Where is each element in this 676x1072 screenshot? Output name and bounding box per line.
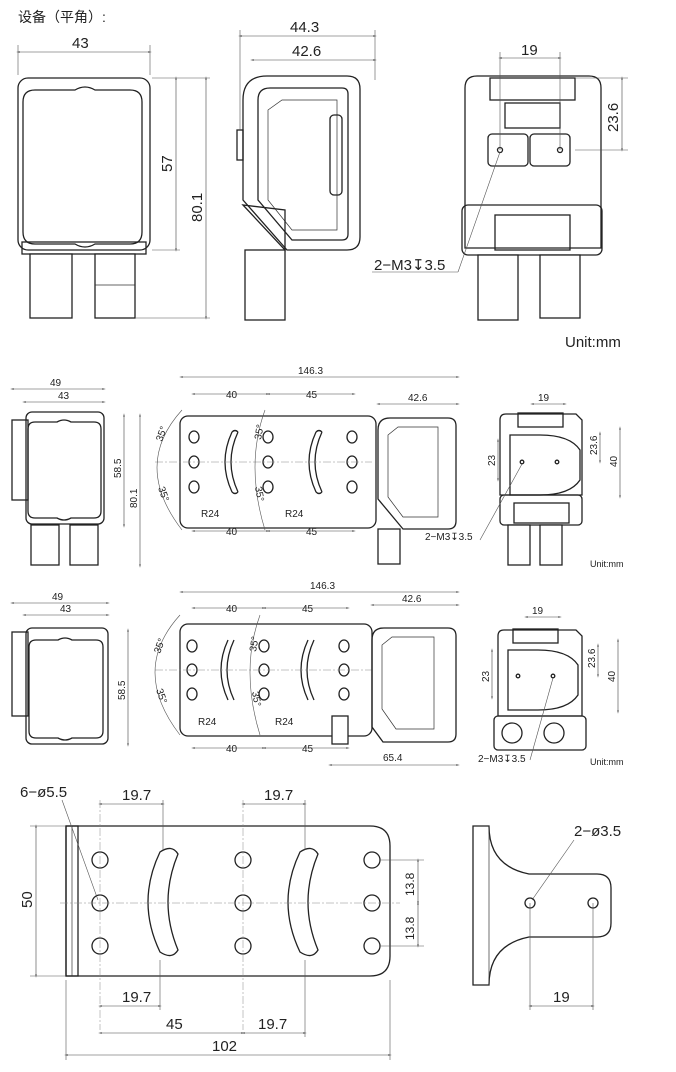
- dimension-label: 43: [58, 391, 70, 402]
- dim-hole-19: 19: [521, 42, 538, 59]
- dimension-label: 45: [306, 527, 318, 538]
- dimension-label: 19.7: [122, 787, 151, 804]
- dimension-label: 45: [302, 744, 314, 755]
- dimension-label: Unit:mm: [590, 757, 624, 767]
- side-view-1: 44.3 42.6: [236, 19, 377, 321]
- dim-depth-42-6: 42.6: [292, 43, 321, 60]
- dimension-label: Unit:mm: [590, 559, 624, 569]
- dimension-label: 58.5: [113, 458, 124, 478]
- dimension-label: 23: [487, 454, 498, 466]
- dimension-label: 2−M3↧3.5: [425, 532, 473, 543]
- dimension-label: 40: [226, 604, 238, 615]
- unit-label-1: Unit:mm: [565, 334, 621, 351]
- dimension-label: 102: [212, 1038, 237, 1055]
- dimension-label: 13.8: [403, 872, 417, 896]
- dimension-label: 19: [532, 606, 544, 617]
- bracket-plate: 19.7 19.7 6−ø5.5 50 13.8 13.8 19.7 45 19…: [19, 784, 424, 1060]
- dimension-label: 50: [19, 891, 36, 908]
- dimension-label: 35°: [155, 485, 171, 503]
- dimension-label: R24: [275, 717, 294, 728]
- dim-hole-23-6: 23.6: [605, 103, 622, 132]
- dimension-label: 42.6: [402, 594, 422, 605]
- dimension-label: 40: [226, 390, 238, 401]
- dimension-label: 35°: [153, 687, 169, 705]
- dimension-label: 45: [306, 390, 318, 401]
- dimension-label: 35°: [248, 636, 261, 653]
- dimension-label: 13.8: [403, 916, 417, 940]
- dimension-label: 19: [538, 393, 550, 404]
- dimension-label: 40: [607, 670, 618, 682]
- dim-height-57: 57: [159, 155, 176, 172]
- dimension-label: 40: [226, 744, 238, 755]
- dimension-label: R24: [198, 717, 217, 728]
- dim-width-43: 43: [72, 35, 89, 52]
- dimension-label: 58.5: [117, 680, 128, 700]
- dimension-label: 23.6: [587, 648, 598, 668]
- front-view-1: 43 57 80.1: [16, 35, 210, 320]
- dimension-label: 35°: [252, 486, 265, 503]
- dimension-label: 80.1: [129, 488, 140, 508]
- dimension-label: 40: [226, 527, 238, 538]
- dimension-label: 146.3: [298, 366, 323, 377]
- dim-depth-44-3: 44.3: [290, 19, 319, 36]
- dimension-label: 23.6: [589, 435, 600, 455]
- dimension-label: R24: [201, 509, 220, 520]
- dimension-label: 19.7: [264, 787, 293, 804]
- dimension-label: 40: [609, 455, 620, 467]
- dimension-label: 43: [60, 604, 72, 615]
- dimension-label: 35°: [253, 424, 266, 441]
- dimension-label: 146.3: [310, 581, 335, 592]
- dimension-label: 2−M3↧3.5: [478, 754, 526, 765]
- dimension-label: 49: [52, 592, 64, 603]
- drawing-title: 设备（平角）:: [18, 9, 106, 25]
- dimension-label: 42.6: [408, 393, 428, 404]
- back-view-1: 19 23.6 2−M3↧3.5: [372, 42, 628, 321]
- dimension-label: 19.7: [258, 1016, 287, 1033]
- assembly-view-2: 49 43 58.5 80.1 146.3 40 45 40 45 35° 35…: [10, 366, 624, 569]
- assembly-view-3: 49 43 58.5 146.3 40 45 40 45 35° 35° 35°…: [10, 581, 624, 767]
- dimension-label: 35°: [152, 637, 168, 655]
- holes-2-label: 2−ø3.5: [574, 823, 621, 840]
- dim-height-80-1: 80.1: [189, 193, 206, 222]
- dimension-label: 45: [166, 1016, 183, 1033]
- dimension-label: 49: [50, 378, 62, 389]
- dimension-label: 19.7: [122, 989, 151, 1006]
- bracket-side: 19 2−ø3.5: [472, 823, 621, 1010]
- dimension-label: 65.4: [383, 753, 403, 764]
- thread-label-1: 2−M3↧3.5: [374, 257, 445, 274]
- dimension-label: 45: [302, 604, 314, 615]
- dimension-label: 35°: [249, 691, 262, 708]
- dimension-label: 35°: [154, 425, 170, 443]
- dimension-label: 19: [553, 989, 570, 1006]
- holes-6-label: 6−ø5.5: [20, 784, 67, 801]
- dimension-label: 23: [481, 670, 492, 682]
- dimension-label: R24: [285, 509, 304, 520]
